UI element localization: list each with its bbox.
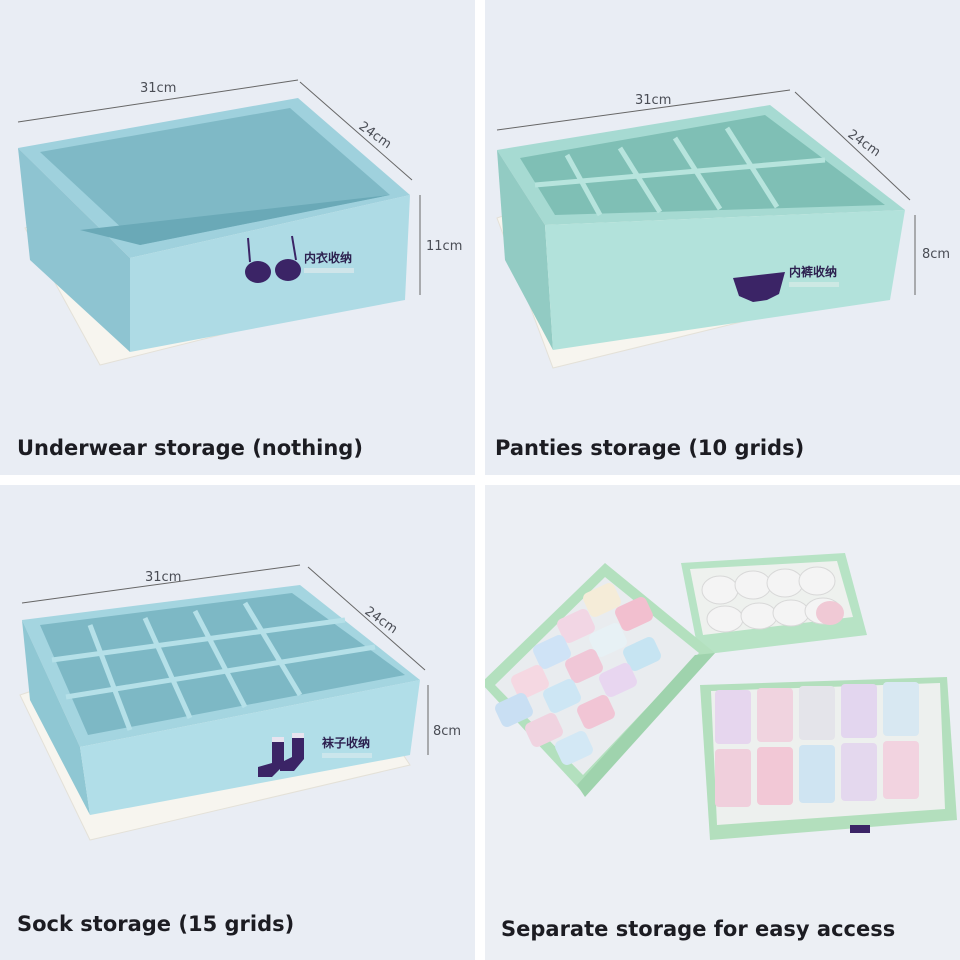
- height-dimension-label: 11cm: [426, 239, 462, 254]
- back-box-bras: [681, 553, 867, 655]
- left-box-panties: [485, 563, 715, 797]
- box-logo-icon: [850, 825, 870, 833]
- panties-icon: [733, 272, 785, 302]
- height-dimension-label: 8cm: [433, 724, 461, 739]
- panel-caption: Separate storage for easy access: [501, 917, 896, 941]
- panel-caption: Panties storage (10 grids): [495, 436, 805, 460]
- width-dimension-label: 24cm: [362, 604, 400, 637]
- panel-sock-storage: 31cm 24cm 8cm 袜子收纳 Sock storage (15 grid…: [0, 485, 475, 960]
- length-dimension-label: 31cm: [635, 93, 671, 108]
- compartment-dividers: [51, 601, 376, 731]
- box-label-underline: [789, 282, 839, 287]
- length-dimension-label: 31cm: [145, 570, 181, 585]
- box-label-underline: [304, 268, 354, 273]
- front-box-socks: [700, 677, 957, 840]
- panel-caption: Underwear storage (nothing): [17, 436, 363, 460]
- panel-separate-storage: Separate storage for easy access: [485, 485, 960, 960]
- compartment-dividers: [534, 126, 826, 217]
- filled-boxes-photo: [485, 553, 957, 840]
- bra-icon: [245, 235, 301, 283]
- underwear-box-illustration: 31cm 24cm 11cm 内衣收纳: [17, 79, 462, 366]
- sock-box-illustration: 31cm 24cm 8cm 袜子收纳: [19, 564, 461, 841]
- panel-caption: Sock storage (15 grids): [17, 912, 295, 936]
- box-label: 内裤收纳: [789, 264, 837, 279]
- panties-rolls: [495, 583, 661, 765]
- panties-box-illustration: 31cm 24cm 8cm 内裤收纳: [496, 89, 950, 369]
- socks-icon: [258, 733, 304, 777]
- length-dimension-label: 31cm: [140, 81, 176, 96]
- box-label: 内衣收纳: [304, 250, 352, 265]
- sock-rolls: [715, 682, 919, 807]
- box-label: 袜子收纳: [322, 735, 370, 750]
- panel-panties-storage: 31cm 24cm 8cm 内裤收纳 Panties storage (10 g…: [485, 0, 960, 475]
- panel-underwear-storage: 31cm 24cm 11cm 内衣收纳 Underwear storage (n…: [0, 0, 475, 475]
- height-dimension-label: 8cm: [922, 247, 950, 262]
- box-label-underline: [322, 753, 372, 758]
